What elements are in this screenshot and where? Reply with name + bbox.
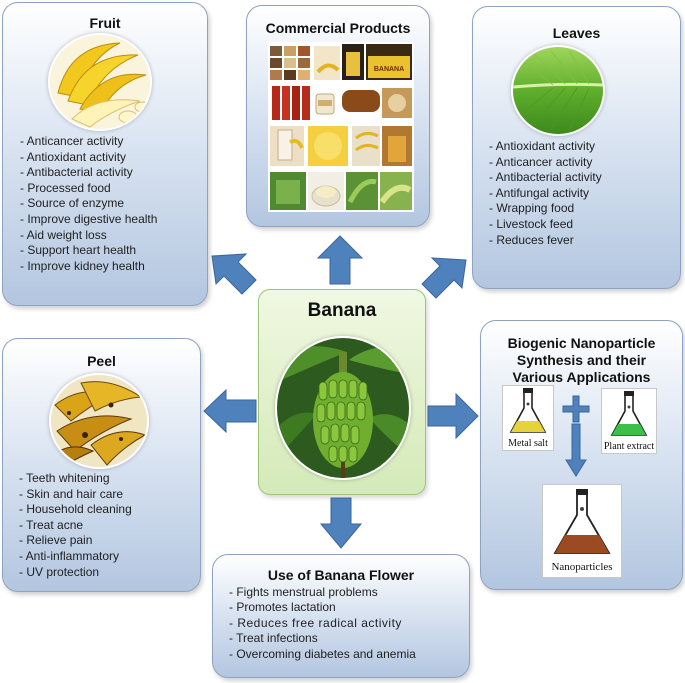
banana-peel-image [51, 375, 147, 467]
flask-icon [553, 489, 611, 554]
banana-fruit-image [50, 35, 150, 129]
arrow-right-icon [427, 392, 479, 440]
banana-box-label: BANANA [374, 66, 404, 73]
list-item: Improve digestive health [20, 212, 157, 228]
list-item: Skin and hair care [19, 487, 132, 503]
banana-bunch-image [277, 338, 409, 478]
list-item: Antioxidant activity [20, 150, 157, 166]
list-item: Promotes lactation [229, 600, 416, 615]
arrow-up-left-icon [210, 248, 258, 296]
nanoparticles-flask: Nanoparticles [542, 484, 622, 578]
peel-panel: Peel Teeth whitening Skin and hair care … [2, 338, 201, 592]
fruit-list: Anticancer activity Antioxidant activity… [20, 134, 158, 275]
list-item: Overcoming diabetes and anemia [229, 647, 415, 662]
list-item: Reduces fever [489, 233, 602, 249]
list-item: Livestock feed [489, 217, 602, 233]
metal-salt-flask: Metal salt [502, 385, 554, 451]
arrow-down-icon [319, 497, 363, 549]
peel-title: Peel [87, 353, 116, 369]
list-item: Relieve pain [19, 533, 132, 549]
list-item: Treat acne [19, 518, 132, 534]
nano-title-line2: Synthesis and their [516, 352, 647, 368]
banana-leaf-image [513, 47, 603, 134]
commercial-title: Commercial Products [265, 20, 411, 36]
peel-list: Teeth whitening Skin and hair care House… [19, 471, 132, 580]
list-item: Source of enzyme [20, 196, 157, 212]
banana-tree-photo [275, 336, 411, 480]
fruit-title: Fruit [89, 15, 121, 31]
plus-icon [562, 395, 590, 423]
list-item: Antifungal activity [489, 186, 602, 202]
list-item: Anti-inflammatory [19, 549, 132, 565]
list-item: Wrapping food [489, 201, 602, 217]
list-item: Improve kidney health [20, 259, 157, 275]
flask-icon [610, 391, 648, 436]
arrow-left-icon [203, 388, 257, 434]
list-item: Anticancer activity [489, 155, 602, 171]
leaves-photo [511, 45, 605, 136]
arrow-up-right-icon [420, 252, 468, 300]
arrow-down-icon [565, 423, 587, 477]
metal-salt-label: Metal salt [508, 438, 548, 449]
plant-extract-flask: Plant extract [601, 388, 657, 454]
flower-list: Fights menstrual problems Promotes lacta… [229, 585, 416, 662]
flower-title: Use of Banana Flower [267, 567, 415, 583]
list-item: Teeth whitening [19, 471, 132, 487]
fruit-panel: Fruit Anticancer activity Antioxidant ac… [2, 2, 208, 306]
arrow-up-icon [316, 235, 364, 285]
list-item: Reduces free radical activity [229, 616, 416, 631]
nano-title-line3: Various Applications [512, 369, 651, 385]
list-item: Anticancer activity [20, 134, 157, 150]
list-item: Antioxidant activity [489, 139, 602, 155]
peel-photo [49, 373, 149, 469]
nanoparticles-label: Nanoparticles [551, 561, 613, 573]
banana-center-box: Banana [258, 289, 426, 495]
leaves-panel: Leaves Antioxidant activity Anticancer a… [472, 6, 681, 289]
flower-panel: Use of Banana Flower Fights menstrual pr… [212, 554, 470, 678]
banana-title: Banana [307, 300, 377, 321]
list-item: Treat infections [229, 631, 416, 646]
fruit-photo [48, 33, 152, 131]
flask-icon [509, 388, 547, 433]
products-image: BANANA [268, 42, 414, 212]
leaves-title: Leaves [552, 25, 601, 41]
list-item: UV protection [19, 565, 132, 581]
list-item: Household cleaning [19, 502, 131, 518]
leaves-list: Antioxidant activity Anticancer activity… [489, 139, 602, 248]
list-item: Processed food [20, 181, 157, 197]
list-item: Antibacterial activity [20, 165, 157, 181]
nano-title-line1: Biogenic Nanoparticle [507, 335, 656, 351]
list-item: Antibacterial activity [489, 170, 602, 186]
commercial-products-collage: BANANA [268, 42, 414, 212]
list-item: Support heart health [20, 243, 157, 259]
list-item: Aid weight loss [20, 228, 157, 244]
plant-extract-label: Plant extract [603, 441, 655, 452]
list-item: Fights menstrual problems [229, 585, 416, 600]
